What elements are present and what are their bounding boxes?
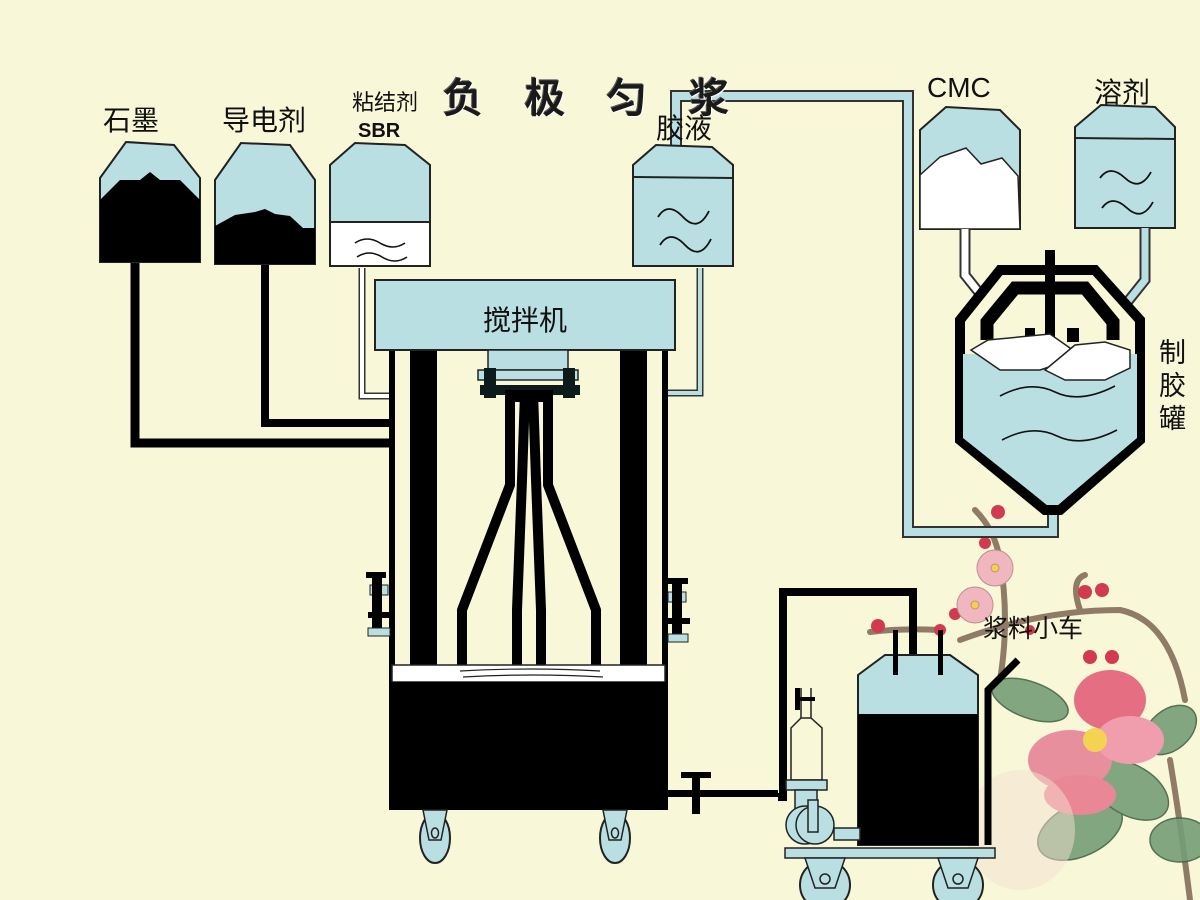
mixer-wheel — [419, 809, 451, 864]
binder-liquid — [329, 221, 431, 267]
hopper-label-glue: 胶液 — [656, 112, 713, 145]
glue-tank — [955, 250, 1145, 515]
mixer-slurry-surface — [391, 664, 666, 683]
diagram-title: 负 极 匀 浆 — [443, 75, 743, 122]
mixer-clamp-right — [667, 578, 690, 643]
hopper-cmc — [919, 105, 1021, 230]
mixer-blades — [457, 391, 601, 665]
wave-icon — [999, 385, 1118, 442]
hopper-solvent — [1074, 103, 1176, 229]
camellia-flower — [1028, 670, 1164, 815]
mixer-column-right — [620, 350, 647, 665]
wave-icon — [657, 208, 712, 253]
conductive-agent-powder — [215, 209, 315, 264]
glue-return-pipe — [670, 90, 1059, 538]
cmc-powder — [919, 147, 1021, 230]
hopper-glue — [632, 143, 734, 267]
agitator-frame — [980, 281, 1120, 340]
binder-pipe — [358, 268, 392, 400]
faded-blossom — [965, 770, 1075, 890]
solvent-feed-pipe — [1120, 228, 1151, 309]
mixer-clamp-left — [366, 572, 391, 637]
hopper-binder — [329, 141, 431, 267]
glue-tank-liquid — [963, 354, 1137, 505]
mixer-column-left — [410, 350, 437, 665]
hopper-graphite — [99, 140, 201, 263]
hopper-label-solvent: 溶剂 — [1094, 76, 1151, 109]
cart-slurry — [858, 714, 978, 845]
graphite-pipe — [130, 262, 392, 448]
cart-platform — [784, 847, 996, 859]
glue-pipe — [668, 268, 704, 397]
gas-cylinder — [785, 688, 828, 791]
mixer — [366, 279, 778, 864]
wave-icon — [1099, 170, 1154, 215]
slurry-cart — [784, 630, 1021, 900]
flower-decoration — [867, 505, 1200, 900]
hopper-label-graphite: 石墨 — [103, 104, 160, 137]
cart-wheel — [799, 857, 851, 900]
agitator-shaft — [1045, 250, 1055, 340]
transfer-pipe — [778, 588, 917, 801]
glue-tank-label: 制胶罐 — [1154, 338, 1185, 437]
graphite-powder — [100, 172, 200, 262]
floating-solid — [1043, 341, 1131, 381]
mixer-wheel — [599, 809, 631, 864]
mixer-head — [374, 279, 676, 351]
cart-wheel — [932, 857, 984, 900]
mixer-slurry — [389, 682, 668, 810]
plum-blossoms — [956, 549, 1014, 624]
mixer-label: 搅拌机 — [483, 304, 568, 337]
hopper-conductive-agent — [214, 141, 316, 265]
wave-icon — [354, 238, 408, 262]
conductive-agent-pipe — [261, 262, 392, 427]
hopper-label-cmc: CMC — [927, 72, 991, 103]
hopper-label-binder: 粘结剂 — [352, 91, 419, 116]
hopper-sublabel-sbr: SBR — [358, 120, 401, 142]
slurry-cart-label: 浆料小车 — [983, 614, 1084, 643]
outlet-valve — [668, 772, 778, 814]
hopper-label-conductive-agent: 导电剂 — [222, 104, 307, 137]
